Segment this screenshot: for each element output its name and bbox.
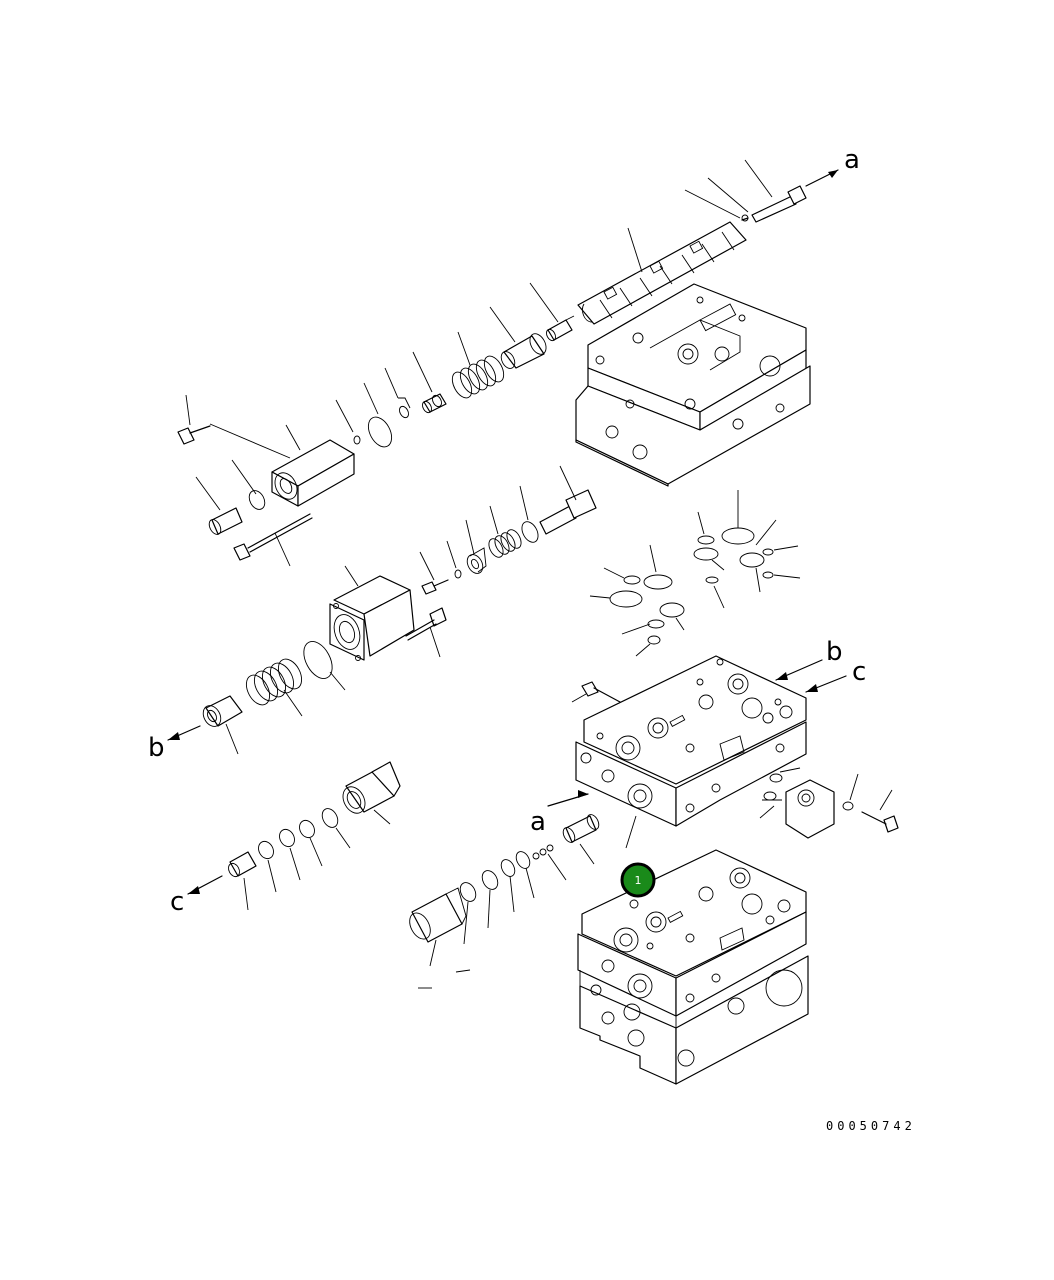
arrow-b-left: b bbox=[148, 725, 201, 763]
lower-mid-assembly bbox=[409, 814, 637, 989]
main-spool bbox=[577, 221, 747, 325]
mid-retainer bbox=[202, 695, 243, 727]
mid-cap-housing bbox=[329, 575, 415, 661]
lower-left-assembly: c bbox=[170, 761, 401, 917]
label-c-left: c bbox=[170, 887, 184, 917]
callout-1-circle[interactable] bbox=[620, 862, 656, 898]
label-c-right: c bbox=[852, 657, 866, 687]
middle-valve-body bbox=[575, 655, 807, 827]
relief-valve bbox=[342, 761, 401, 814]
spring-seat bbox=[466, 547, 487, 574]
callout-1[interactable]: 1 bbox=[620, 862, 656, 898]
label-a-top: a bbox=[844, 145, 860, 175]
top-cap-housing bbox=[271, 439, 355, 507]
arrow-c-left: c bbox=[170, 875, 223, 917]
label-b-left: b bbox=[148, 733, 165, 763]
stopper bbox=[422, 393, 447, 414]
small-plug bbox=[546, 315, 575, 342]
arrow-a-mid: a bbox=[530, 790, 589, 837]
mid-spring bbox=[488, 529, 522, 558]
middle-body-bolt bbox=[571, 681, 621, 703]
top-left-bolt bbox=[177, 425, 211, 445]
spring-retainer bbox=[500, 333, 547, 369]
lower-mid-valve bbox=[409, 887, 467, 943]
small-bolt bbox=[421, 579, 449, 595]
drawing-code: 00050742 bbox=[826, 1119, 916, 1133]
mid-left-spring bbox=[245, 658, 303, 706]
mid-fitting bbox=[539, 489, 597, 535]
lower-valve-body bbox=[577, 849, 809, 1085]
lower-mid-plug bbox=[562, 814, 600, 843]
left-plug bbox=[208, 507, 243, 535]
side-block bbox=[759, 767, 899, 839]
callout-1-number[interactable]: 1 bbox=[635, 874, 642, 887]
arrow-a-top: a bbox=[805, 145, 860, 187]
label-a-mid: a bbox=[530, 807, 546, 837]
top-bolt bbox=[741, 185, 807, 223]
middle-spool-assembly: b bbox=[148, 465, 597, 763]
lower-plug bbox=[228, 851, 257, 878]
arrow-c-right: c bbox=[805, 657, 866, 693]
housing-bolt bbox=[405, 607, 447, 641]
top-spool-assembly: a bbox=[177, 145, 860, 567]
arrow-b-right: b bbox=[775, 637, 843, 681]
top-spring bbox=[451, 355, 505, 399]
long-bolt bbox=[233, 513, 313, 561]
label-b-right: b bbox=[826, 637, 843, 667]
top-valve-body bbox=[575, 283, 811, 487]
o-ring-cluster bbox=[589, 490, 801, 657]
